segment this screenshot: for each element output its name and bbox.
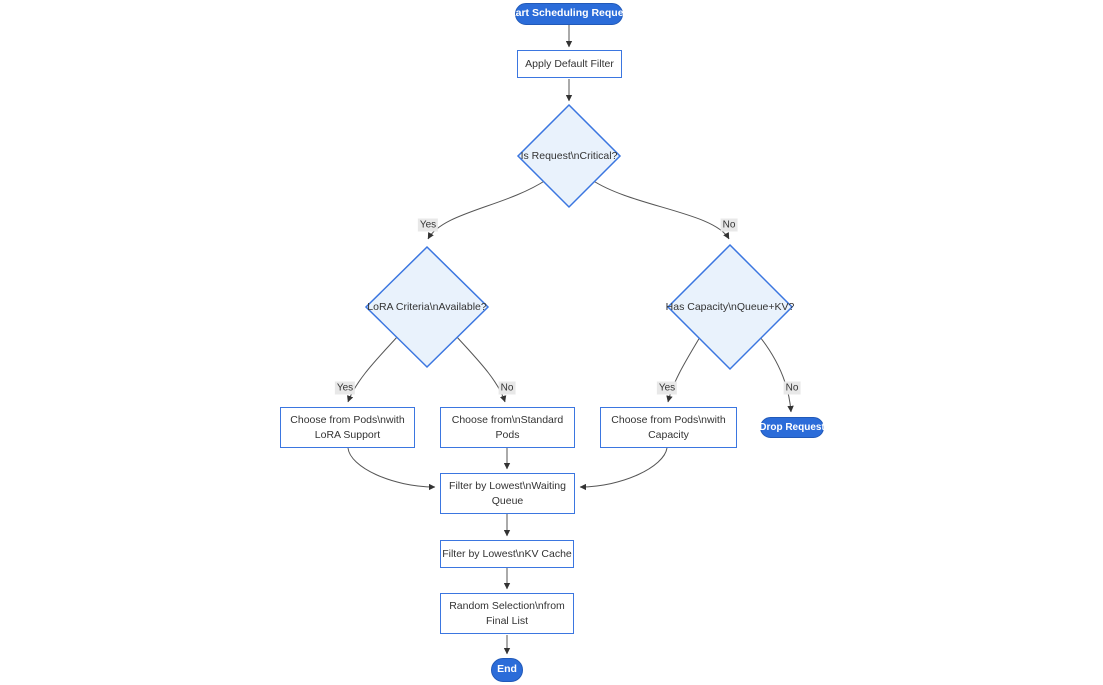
edge-capacity-yes-to-choose-capacity	[666, 336, 701, 403]
node-label-line: Pods	[495, 428, 520, 441]
node-choose-standard-pods: Choose from\nStandard Pods	[440, 407, 575, 448]
edge-label-critical-yes: Yes	[417, 218, 439, 232]
node-label-line: LoRA Support	[314, 428, 381, 441]
node-lora-criteria-available: LoRA Criteria\nAvailable?	[367, 300, 487, 313]
node-label-line: Choose from Pods\nwith	[290, 414, 405, 427]
edge-label-critical-no: No	[720, 218, 738, 232]
node-label-line: Filter by Lowest\nWaiting	[449, 480, 566, 493]
node-random-selection-final-list: Random Selection\nfrom Final List	[440, 593, 574, 634]
node-label-line: Capacity	[648, 428, 689, 441]
edge-critical-no-to-capacity	[591, 179, 730, 240]
edge-critical-yes-to-lora	[427, 179, 547, 240]
node-drop-request: Drop Request	[759, 417, 825, 438]
edge-capacity-no-to-drop	[759, 336, 794, 413]
node-start: Start Scheduling Request	[505, 3, 633, 25]
edge-lora-no-to-choose-standard	[455, 335, 507, 403]
node-choose-pods-lora-support: Choose from Pods\nwith LoRA Support	[280, 407, 415, 448]
edge-label-lora-yes: Yes	[334, 381, 356, 395]
edge-lora-yes-to-choose-lora	[347, 335, 399, 403]
node-apply-default-filter: Apply Default Filter	[517, 50, 622, 78]
diamond-lora-criteria	[364, 245, 490, 369]
node-label-line: Random Selection\nfrom	[449, 600, 565, 613]
node-label-line: Final List	[485, 614, 528, 627]
node-label-line: Choose from Pods\nwith	[611, 414, 726, 427]
edge-choose-lora-to-filter-queue	[347, 447, 436, 491]
node-filter-lowest-kv-cache: Filter by Lowest\nKV Cache	[440, 540, 574, 568]
diamond-has-capacity	[666, 243, 794, 371]
node-filter-lowest-waiting-queue: Filter by Lowest\nWaiting Queue	[440, 473, 575, 514]
edge-label-capacity-no: No	[783, 381, 801, 395]
node-choose-pods-capacity: Choose from Pods\nwith Capacity	[600, 407, 737, 448]
edge-label-lora-no: No	[498, 381, 516, 395]
edge-label-capacity-yes: Yes	[656, 381, 678, 395]
node-end: End	[491, 658, 523, 682]
node-is-request-critical: Is Request\nCritical?	[520, 149, 618, 162]
node-has-capacity-queue-kv: Has Capacity\nQueue+KV?	[665, 300, 795, 313]
edge-choose-capacity-to-filter-queue	[579, 447, 668, 491]
node-label-line: Queue	[491, 494, 524, 507]
node-label-line: Choose from\nStandard	[451, 414, 564, 427]
diamond-is-critical	[516, 103, 622, 209]
